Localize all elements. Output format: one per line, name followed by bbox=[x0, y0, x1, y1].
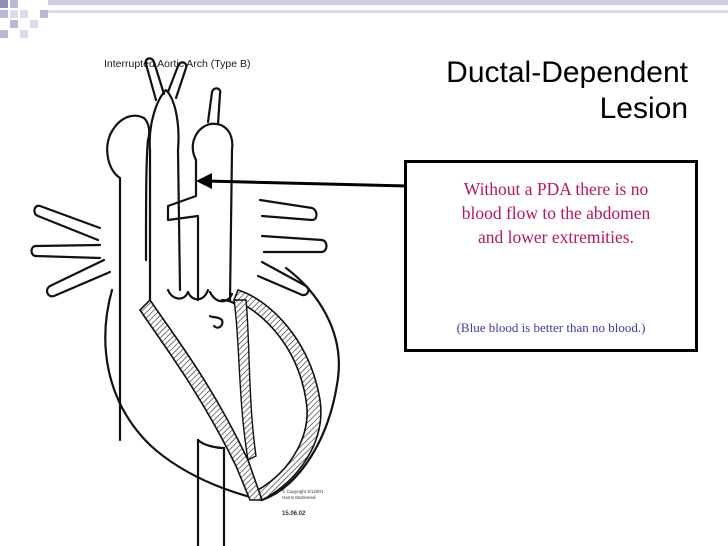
copyright-line-2: Harris Muhrened bbox=[282, 495, 316, 500]
copyright-line-1: © Copyright 3/12001 bbox=[282, 488, 324, 494]
callout-line-2: blood flow to the abdomen bbox=[461, 203, 651, 223]
header-decoration bbox=[0, 0, 728, 40]
septum-wall bbox=[233, 299, 257, 462]
ventricle-wall-inner bbox=[138, 298, 264, 501]
slide-title-line-1: Ductal-Dependent bbox=[446, 56, 688, 89]
slide-title-line-2: Lesion bbox=[599, 92, 688, 125]
callout-line-1: Without a PDA there is no bbox=[463, 179, 649, 199]
heart-outline bbox=[30, 57, 340, 546]
diagram-title: Interrupted Aortic Arch (Type B) bbox=[104, 58, 250, 70]
callout-box: Without a PDA there is no blood flow to … bbox=[404, 160, 698, 352]
slide-title: Ductal-Dependent Lesion bbox=[340, 55, 688, 127]
diagram-date: 15.06.02 bbox=[282, 511, 306, 517]
callout-text: Without a PDA there is no blood flow to … bbox=[421, 177, 691, 249]
pointer-arrow bbox=[196, 173, 409, 189]
callout-line-3: and lower extremities. bbox=[478, 227, 634, 247]
callout-note: (Blue blood is better than no blood.) bbox=[456, 320, 646, 335]
